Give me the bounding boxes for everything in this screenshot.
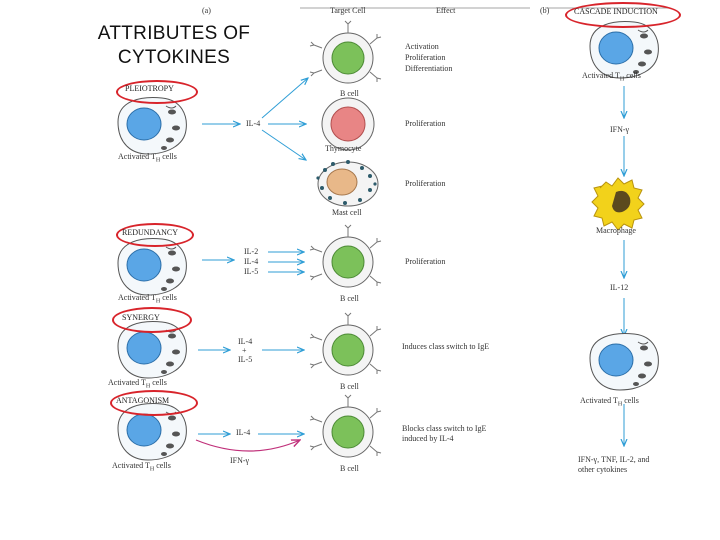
cascade-cell-1-label: Activated TH cells	[582, 71, 641, 83]
effect-header: Effect	[436, 6, 456, 15]
cascade-output-line1: IFN-γ, TNF, IL-2, and	[578, 455, 650, 464]
target-cell-header: Target Cell	[330, 6, 366, 15]
cascade-output-line2: other cytokines	[578, 465, 628, 474]
cascade-cytokine-1: IFN-γ	[610, 125, 630, 134]
redundancy-cytokine-3: IL-5	[244, 267, 259, 276]
synergy-cytokine-b: IL-5	[238, 355, 253, 364]
synergy-plus: +	[242, 346, 247, 355]
redundancy-source-label: Activated TH cells	[118, 293, 177, 305]
panel-b-letter: (b)	[540, 6, 550, 15]
cascade-cytokine-2: IL-12	[610, 283, 629, 292]
cascade-th-cell-1	[589, 21, 659, 79]
redundancy-label: REDUNDANCY	[122, 228, 178, 237]
pleiotropy-label: PLEIOTROPY	[125, 84, 174, 93]
pleiotropy-b-cell	[309, 20, 382, 84]
pleiotropy-target-2-effect: Proliferation	[405, 119, 446, 128]
pleiotropy-target-3-effect: Proliferation	[405, 179, 446, 188]
synergy-effect: Induces class switch to IgE	[402, 342, 490, 351]
slide-title-line2: CYTOKINES	[117, 47, 231, 68]
thymocyte-cell	[321, 97, 375, 151]
antagonism-highlight	[110, 390, 198, 416]
redundancy-cytokine-2: IL-4	[244, 257, 259, 266]
pleiotropy-target-1-effect-3: Differentiation	[405, 64, 453, 73]
antagonism-label: ANTAGONISM	[116, 396, 170, 405]
pleiotropy-target-1-name: B cell	[340, 89, 359, 98]
antagonism-target-name: B cell	[340, 464, 359, 473]
cascade-label: CASCADE INDUCTION	[574, 7, 658, 16]
antagonism-inhibitor: IFN-γ	[230, 456, 250, 465]
pleiotropy-target-1-effect-1: Activation	[405, 42, 439, 51]
redundancy-th-cell	[117, 238, 187, 296]
redundancy-target-name: B cell	[340, 294, 359, 303]
panel-a-letter: (a)	[202, 6, 211, 15]
cascade-macrophage-label: Macrophage	[596, 226, 636, 235]
slide-title: ATTRIBUTES OF CYTOKINES	[74, 22, 274, 70]
redundancy-highlight	[116, 223, 194, 247]
macrophage-cell	[591, 177, 645, 231]
antagonism-source-label: Activated TH cells	[112, 461, 171, 473]
pleiotropy-cytokine: IL-4	[246, 119, 261, 128]
redundancy-cytokine-1: IL-2	[244, 247, 259, 256]
pleiotropy-highlight	[116, 80, 198, 104]
redundancy-effect: Proliferation	[405, 257, 446, 266]
cascade-highlight	[565, 2, 681, 28]
pleiotropy-source-label: Activated TH cells	[118, 152, 177, 164]
pleiotropy-target-2-name: Thymocyte	[325, 144, 362, 153]
pleiotropy-target-1-effect-2: Proliferation	[405, 53, 446, 62]
pleiotropy-th-cell	[117, 97, 187, 155]
mast-cell	[316, 160, 379, 207]
cascade-cell-3-label: Activated TH cells	[580, 396, 639, 408]
redundancy-b-cell	[309, 224, 382, 288]
synergy-source-label: Activated TH cells	[108, 378, 167, 390]
synergy-highlight	[112, 307, 192, 333]
synergy-label: SYNERGY	[122, 313, 160, 322]
synergy-cytokine-a: IL-4	[238, 337, 253, 346]
antagonism-b-cell	[309, 394, 382, 458]
antagonism-cytokine: IL-4	[236, 428, 251, 437]
pleiotropy-target-3-name: Mast cell	[332, 208, 362, 217]
synergy-b-cell	[309, 312, 382, 376]
slide-title-line1: ATTRIBUTES OF	[97, 23, 251, 44]
antagonism-effect-line2: induced by IL-4	[402, 434, 454, 443]
synergy-target-name: B cell	[340, 382, 359, 391]
cascade-th-cell-2	[589, 333, 659, 391]
antagonism-effect-line1: Blocks class switch to IgE	[402, 424, 487, 433]
